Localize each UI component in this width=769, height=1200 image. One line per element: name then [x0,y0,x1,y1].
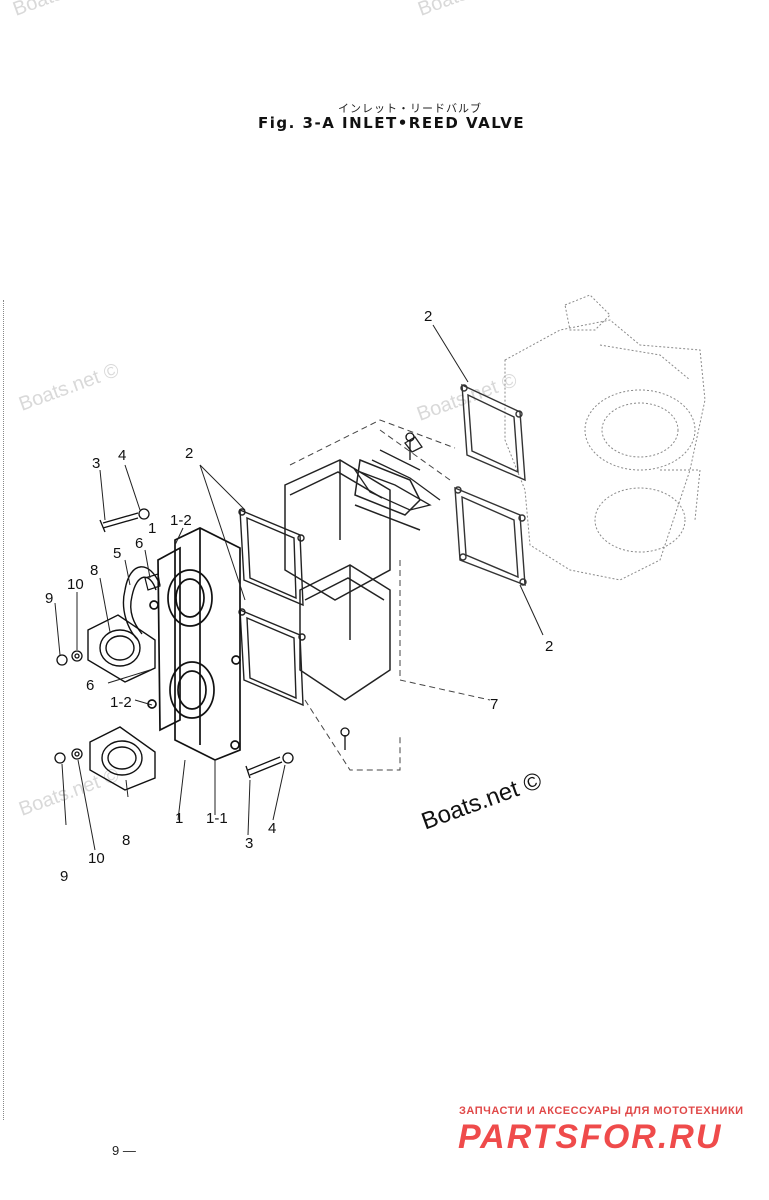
label-part-3-lower: 3 [245,835,254,852]
intake-manifold [147,527,241,761]
label-part-2-right: 2 [545,638,554,655]
label-part-7: 7 [490,696,499,713]
label-part-1-1: 1-1 [206,810,228,827]
reed-valve-housing [284,458,421,701]
label-part-1-upper: 1 [148,520,157,537]
label-part-2-left: 2 [185,445,194,462]
engine-block-outline [504,294,706,581]
label-part-10-lower: 10 [88,850,105,867]
edge-dots [3,300,5,1120]
label-part-6-lower: 6 [86,677,95,694]
leader-lines [54,324,544,851]
label-part-1-lower: 1 [175,810,184,827]
label-part-8-upper: 8 [90,562,99,579]
label-part-6-upper: 6 [135,535,144,552]
bolts [99,432,415,779]
hose-pipe [122,566,161,641]
label-part-1-2-lower: 1-2 [110,694,132,711]
gasket-middle [238,508,306,707]
gasket-upper-right [454,383,527,587]
label-part-4-upper: 4 [118,447,127,464]
flange-gasket-lower [89,726,156,791]
label-part-9-lower: 9 [60,868,69,885]
label-part-2-top: 2 [424,308,433,325]
brand-tagline: ЗАПЧАСТИ И АКСЕССУАРЫ ДЛЯ МОТОТЕХНИКИ [459,1105,744,1117]
label-part-9-upper: 9 [45,590,54,607]
page-number: 9 — [112,1143,136,1158]
label-part-4-lower: 4 [268,820,277,837]
label-part-10-upper: 10 [67,576,84,593]
figure-title-japanese: インレット・リードバルブ [338,102,482,115]
figure-title: Fig. 3-A INLET•REED VALVE [258,114,526,132]
flange-gasket-upper [87,614,156,683]
assembly-lines [289,419,491,771]
hose-clip [144,573,161,591]
brand-logo: PARTSFOR.RU [458,1118,723,1156]
label-part-5: 5 [113,545,122,562]
label-part-8-lower: 8 [122,832,131,849]
label-part-1-2-upper: 1-2 [170,512,192,529]
nuts-washers [54,650,83,764]
reed-petals [353,436,441,511]
label-part-3-upper: 3 [92,455,101,472]
